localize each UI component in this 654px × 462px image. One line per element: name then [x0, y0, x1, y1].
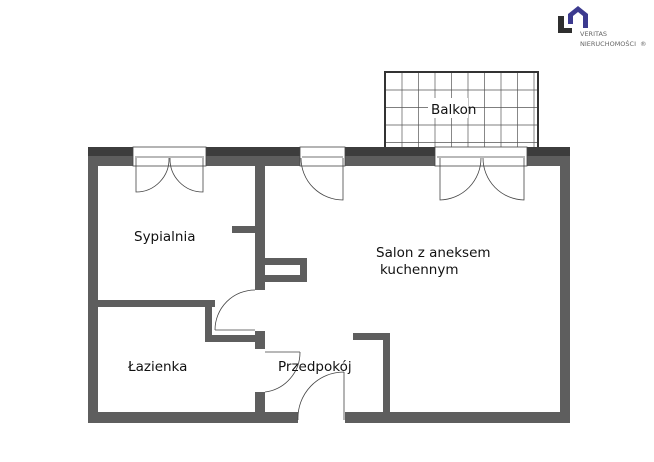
room-label-balkon: Balkon: [431, 102, 476, 118]
door-entrance: [297, 371, 345, 421]
room-label-przedpokoj: Przedpokój: [278, 359, 352, 375]
logo-line1: VERITAS: [580, 30, 607, 38]
walls: [88, 147, 570, 423]
room-label-salon-1: Salon z aneksem: [376, 245, 491, 261]
logo-registered: ®: [640, 40, 647, 48]
veritas-logo: VERITAS NIERUCHOMOŚCI ®: [558, 6, 647, 48]
door-sypialnia: [214, 289, 256, 331]
window-salon: [299, 146, 346, 167]
door-lazienka: [264, 351, 301, 393]
logo-mark-dark: [558, 16, 572, 33]
room-label-salon-2: kuchennym: [380, 262, 459, 278]
room-label-lazienka: Łazienka: [127, 359, 187, 375]
window-sypialnia: [132, 146, 207, 167]
balcony: Balkon: [384, 71, 539, 151]
logo-line2: NIERUCHOMOŚCI: [580, 39, 636, 48]
logo-mark-accent: [568, 6, 588, 28]
room-label-sypialnia: Sypialnia: [134, 229, 195, 245]
balcony-door: [434, 146, 528, 167]
doors-windows: [132, 146, 528, 421]
